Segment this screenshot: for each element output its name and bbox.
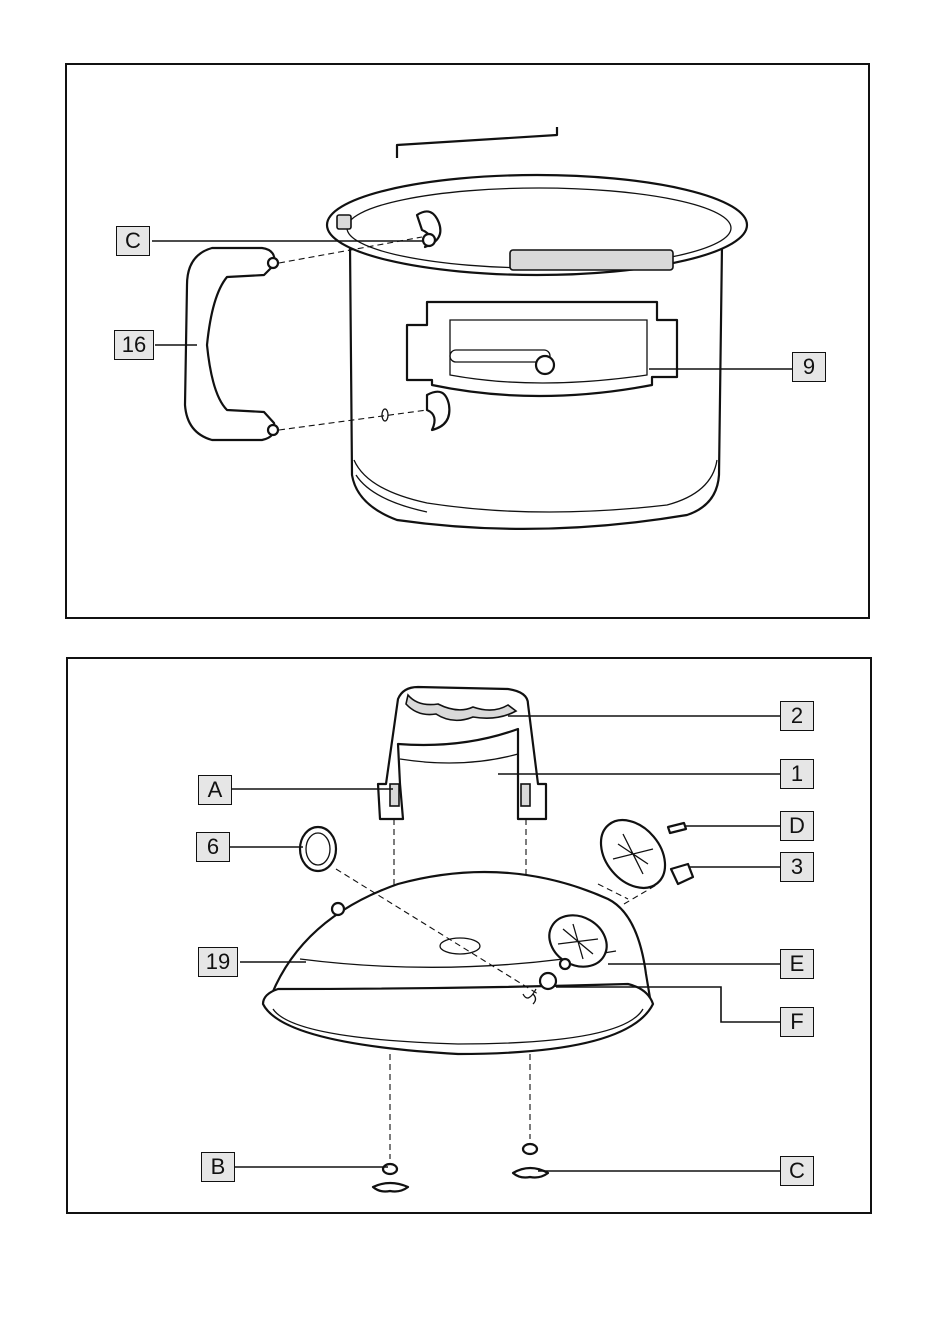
nut-f-icon bbox=[540, 973, 556, 989]
callout-9: 9 bbox=[792, 352, 826, 382]
callout-b: B bbox=[201, 1152, 235, 1182]
callout-16: 16 bbox=[114, 330, 154, 360]
wing-nut-hub bbox=[423, 234, 435, 246]
callout-e: E bbox=[780, 949, 814, 979]
wing-nut-b-icon bbox=[373, 1183, 408, 1192]
callout-2: 2 bbox=[780, 701, 814, 731]
handle-bolt-bottom bbox=[268, 425, 278, 435]
callout-c-bottom: C bbox=[780, 1156, 814, 1186]
thermometer-hole bbox=[332, 903, 344, 915]
kettle-side-tab bbox=[337, 215, 351, 229]
assembly-step-lid-panel: 2 1 A D 6 3 19 E F B C bbox=[66, 657, 872, 1214]
bolt-a-right bbox=[521, 784, 530, 806]
kettle-top-bar bbox=[397, 127, 557, 158]
lid-assembly-drawing bbox=[68, 659, 874, 1216]
callout-d: D bbox=[780, 811, 814, 841]
vent-washer-e bbox=[560, 959, 570, 969]
ash-door-knob-icon bbox=[536, 356, 554, 374]
callout-1: 1 bbox=[780, 759, 814, 789]
ash-door-frame bbox=[407, 302, 677, 396]
washer-b bbox=[383, 1164, 397, 1174]
screw-d-icon bbox=[668, 823, 686, 833]
kettle-assembly-drawing bbox=[67, 65, 872, 621]
callout-c-top: C bbox=[116, 226, 150, 256]
wing-nut-c-icon bbox=[513, 1168, 548, 1178]
callout-3: 3 bbox=[780, 852, 814, 882]
kettle-front-strip bbox=[510, 250, 673, 270]
callout-a: A bbox=[198, 775, 232, 805]
vent-knob bbox=[671, 864, 693, 884]
bolt-a-left bbox=[390, 784, 399, 806]
assembly-step-kettle-panel: C 16 9 bbox=[65, 63, 870, 619]
callout-6: 6 bbox=[196, 832, 230, 862]
handle-plate-line bbox=[400, 754, 518, 763]
callout-19: 19 bbox=[198, 947, 238, 977]
handle-bolt-top bbox=[268, 258, 278, 268]
side-handle bbox=[185, 248, 275, 440]
washer-c bbox=[523, 1144, 537, 1154]
callout-f: F bbox=[780, 1007, 814, 1037]
